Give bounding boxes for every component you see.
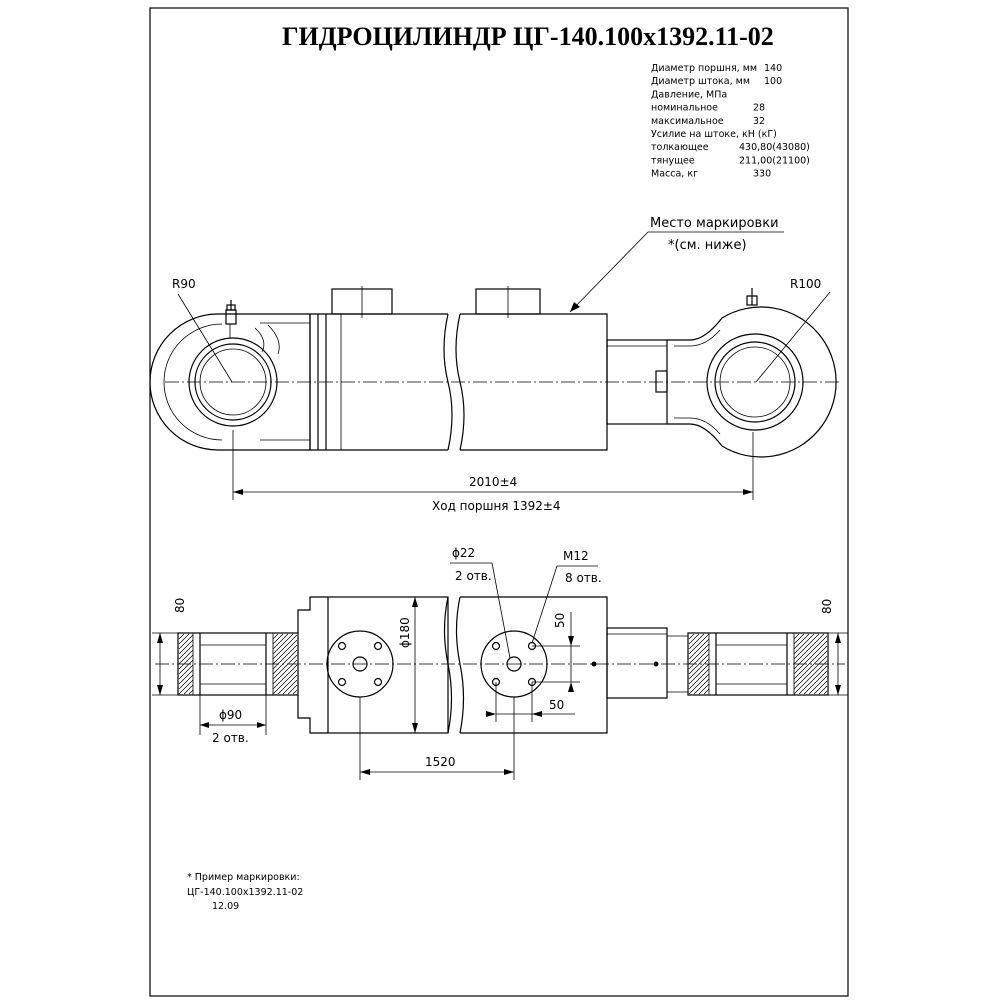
spec-label: Масса, кг <box>651 169 698 180</box>
port-distance-label: 1520 <box>425 755 456 769</box>
width-right-label: 80 <box>820 599 834 614</box>
marking-callout-title: Место маркировки <box>650 216 779 231</box>
stroke-label: Ход поршня 1392±4 <box>432 499 561 513</box>
marking-example-code: ЦГ-140.100х1392.11-02 <box>187 887 303 898</box>
spec-value: 32 <box>753 116 765 127</box>
bolt-spacing-v-label: 50 <box>553 613 567 628</box>
radius-right-label: R100 <box>790 277 821 291</box>
bolt-spacing-h-label: 50 <box>549 698 564 712</box>
top-view: R90 R100 Место маркировки *(см. ниже) 20… <box>149 216 842 513</box>
marking-example-heading: * Пример маркировки: <box>187 872 300 883</box>
bottom-view: 80 80 ϕ90 2 отв. ϕ180 ϕ22 2 отв. M12 8 о… <box>152 546 848 780</box>
spec-value: 28 <box>753 103 765 114</box>
spec-label: Усилие на штоке, кН (кГ) <box>651 129 777 140</box>
bore-count-label: 2 отв. <box>212 731 249 745</box>
right-eye-section <box>687 632 829 696</box>
radius-left-label: R90 <box>172 277 196 291</box>
thread-count-label: 8 отв. <box>565 571 602 585</box>
drawing-title: ГИДРОЦИЛИНДР ЦГ-140.100х1392.11-02 <box>282 22 774 51</box>
spec-value: 100 <box>764 76 782 87</box>
flange-diameter-label: ϕ180 <box>398 617 412 648</box>
spec-label: толкающее <box>651 142 709 153</box>
width-left-label: 80 <box>173 598 187 613</box>
left-eye-section <box>177 596 328 734</box>
spec-label: Диаметр поршня, мм <box>651 63 757 74</box>
spec-label: Давление, МПа <box>651 89 727 100</box>
spec-value: 140 <box>764 63 782 74</box>
right-eye <box>667 288 837 458</box>
piston-rod <box>606 339 668 425</box>
spec-label: номинальное <box>651 103 718 114</box>
rod-section <box>606 627 688 699</box>
port-hole-label: ϕ22 <box>452 546 475 560</box>
spec-label: тянущее <box>651 155 695 166</box>
cylinder-body <box>309 286 608 451</box>
bore-diameter-label: ϕ90 <box>219 708 242 722</box>
spec-value: 211,00(21100) <box>739 155 810 166</box>
left-eye <box>149 300 311 451</box>
spec-label: Диаметр штока, мм <box>651 76 750 87</box>
spec-value: 430,80(43080) <box>739 142 810 153</box>
spec-value: 330 <box>753 169 771 180</box>
overall-length-label: 2010±4 <box>469 475 517 489</box>
thread-label: M12 <box>563 549 589 563</box>
port-hole-count-label: 2 отв. <box>455 569 492 583</box>
marking-callout-note: *(см. ниже) <box>668 238 747 253</box>
marking-example-date: 12.09 <box>212 901 239 912</box>
spec-label: максимальное <box>651 116 724 127</box>
sheet-frame <box>149 7 849 997</box>
